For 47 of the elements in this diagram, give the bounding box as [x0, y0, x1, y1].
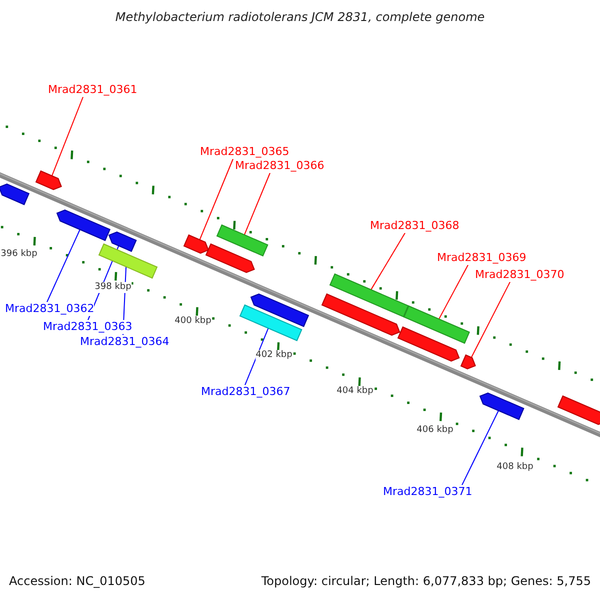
gene-block: [57, 210, 110, 240]
gene-bar: [99, 244, 158, 278]
gene-bar: [330, 274, 408, 317]
gene-bar: [404, 306, 470, 344]
gene-label: Mrad2831_0371: [383, 485, 472, 499]
gene-block: [460, 354, 476, 368]
gene-label: Mrad2831_0366: [235, 159, 324, 173]
gene-bar: [216, 224, 268, 256]
leader-line: [199, 158, 234, 240]
gene-label: Mrad2831_0365: [200, 145, 290, 159]
leader-line: [244, 328, 269, 386]
gene-label: Mrad2831_0369: [437, 251, 526, 265]
gene-label: Mrad2831_0370: [475, 268, 564, 282]
leader-line: [46, 228, 81, 302]
gene-block: [251, 294, 309, 326]
gene-block: [558, 396, 600, 425]
gene-label: Mrad2831_0364: [80, 335, 170, 349]
scale-label: 406 kbp: [416, 425, 454, 436]
title: Methylobacterium radiotolerans JCM 2831, complete genome: [114, 10, 486, 24]
scale-label: 404 kbp: [336, 386, 374, 397]
gene-label: Mrad2831_0362: [5, 302, 94, 316]
scale-label: 398 kbp: [94, 282, 132, 293]
gene-label: Mrad2831_0361: [48, 83, 138, 97]
gene-block: [0, 184, 29, 205]
gene-block: [480, 392, 524, 420]
gene-block: [322, 294, 400, 336]
gene-label: Mrad2831_0367: [201, 385, 290, 399]
leader-line: [438, 264, 468, 320]
gene-block: [398, 327, 460, 362]
gene-block: [108, 232, 136, 252]
accession-text: Accession: NC_010505: [9, 574, 146, 588]
gene-block: [184, 234, 208, 253]
gene-label: Mrad2831_0368: [370, 219, 460, 233]
gene-label: Mrad2831_0363: [43, 320, 132, 334]
scale-label: 402 kbp: [256, 350, 292, 361]
leader-line: [244, 172, 270, 236]
gene-block: [206, 244, 254, 273]
leader-line: [52, 96, 84, 176]
gene-block: [36, 170, 62, 190]
scale-label: 396 kbp: [0, 249, 38, 260]
leader-line: [462, 410, 500, 486]
scale-label: 408 kbp: [496, 462, 534, 473]
leader-line: [370, 232, 406, 290]
leader-line: [471, 282, 510, 358]
scale-label: 400 kbp: [174, 316, 212, 327]
genome-stats-text: Topology: circular; Length: 6,077,833 bp; Genes: 5,755: [261, 574, 591, 588]
gene-bar: [240, 304, 302, 340]
